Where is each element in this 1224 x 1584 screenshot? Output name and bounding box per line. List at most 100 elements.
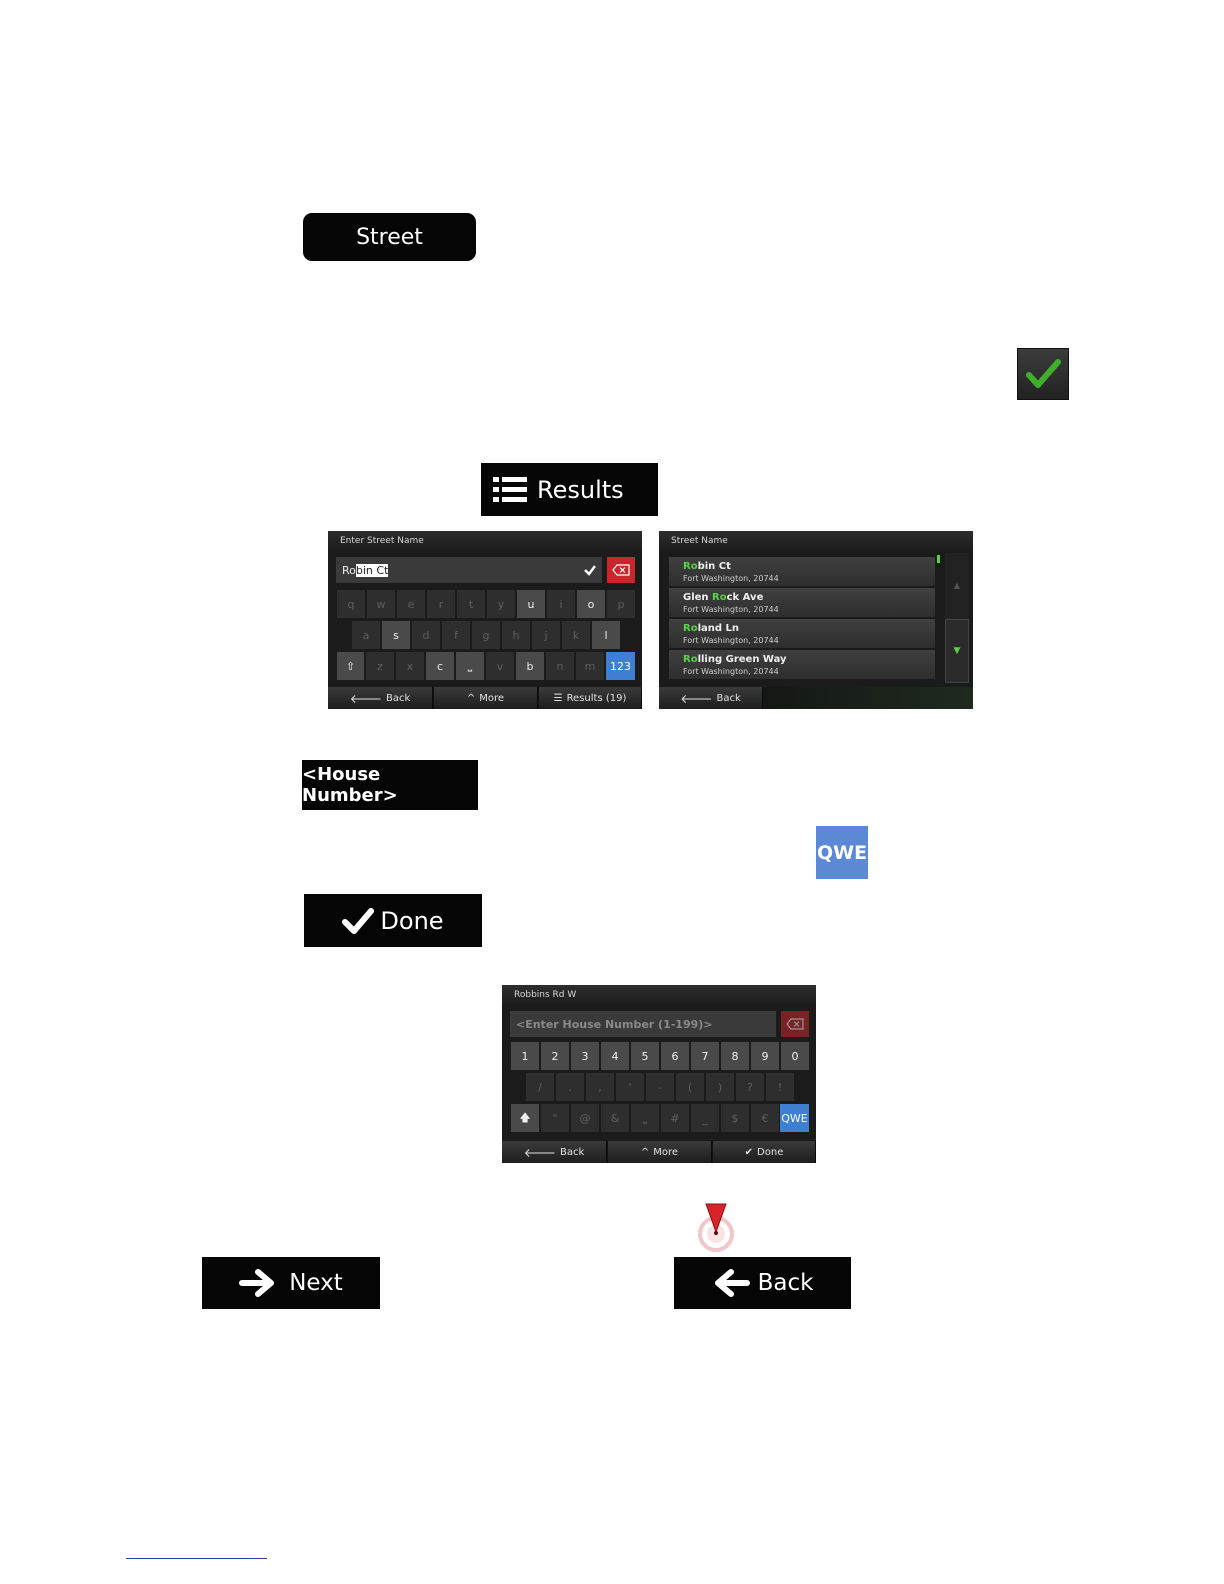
- street-name: Glen Rock Ave: [683, 592, 764, 603]
- results-button[interactable]: Results: [481, 463, 658, 516]
- symbol-key[interactable]: ?: [736, 1073, 764, 1101]
- key-z[interactable]: z: [366, 652, 394, 680]
- symbol-key[interactable]: &: [601, 1104, 629, 1132]
- symbol-key[interactable]: !: [766, 1073, 794, 1101]
- key-d[interactable]: d: [412, 621, 440, 649]
- symbol-key[interactable]: ): [706, 1073, 734, 1101]
- backspace-button[interactable]: [607, 557, 635, 583]
- more-button[interactable]: ^ More: [608, 1141, 712, 1163]
- symbol-key[interactable]: €: [751, 1104, 779, 1132]
- done-button[interactable]: ✔ Done: [713, 1141, 816, 1163]
- house-number-button[interactable]: <House Number>: [302, 760, 478, 810]
- key-k[interactable]: k: [562, 621, 590, 649]
- backspace-button[interactable]: [781, 1011, 809, 1037]
- key-l[interactable]: l: [592, 621, 620, 649]
- symbol-key[interactable]: #: [661, 1104, 689, 1132]
- key-1[interactable]: 1: [511, 1042, 539, 1070]
- space-key[interactable]: ⎵: [456, 652, 484, 680]
- symbol-key[interactable]: -: [646, 1073, 674, 1101]
- chevron-up-icon: ^: [640, 1146, 650, 1158]
- street-locality: Fort Washington, 20744: [683, 605, 779, 614]
- key-g[interactable]: g: [472, 621, 500, 649]
- key-v[interactable]: v: [486, 652, 514, 680]
- key-2[interactable]: 2: [541, 1042, 569, 1070]
- key-x[interactable]: x: [396, 652, 424, 680]
- arrow-right-icon: [239, 1269, 275, 1297]
- house-number-label: <House Number>: [302, 764, 398, 806]
- key-r[interactable]: r: [427, 590, 455, 618]
- key-3[interactable]: 3: [571, 1042, 599, 1070]
- key-m[interactable]: m: [576, 652, 604, 680]
- key-b[interactable]: b: [516, 652, 544, 680]
- back-button[interactable]: 🡐 Back: [328, 687, 433, 709]
- street-input[interactable]: Robin Ct: [336, 557, 602, 583]
- key-y[interactable]: y: [487, 590, 515, 618]
- symbol-key[interactable]: .: [556, 1073, 584, 1101]
- key-o[interactable]: o: [577, 590, 605, 618]
- key-6[interactable]: 6: [661, 1042, 689, 1070]
- street-locality: Fort Washington, 20744: [683, 574, 779, 583]
- check-icon[interactable]: [583, 563, 597, 577]
- key-w[interactable]: w: [367, 590, 395, 618]
- back-button[interactable]: 🡐 Back: [502, 1141, 607, 1163]
- house-number-input[interactable]: <Enter House Number (1-199)>: [510, 1011, 776, 1037]
- key-a[interactable]: a: [352, 621, 380, 649]
- key-c[interactable]: c: [426, 652, 454, 680]
- symbol-key[interactable]: $: [721, 1104, 749, 1132]
- symbol-key[interactable]: _: [691, 1104, 719, 1132]
- key-0[interactable]: 0: [781, 1042, 809, 1070]
- more-label: More: [479, 692, 505, 704]
- arrow-left-icon: 🡐: [523, 1145, 556, 1160]
- back-button[interactable]: 🡐 Back: [659, 687, 763, 709]
- key-t[interactable]: t: [457, 590, 485, 618]
- shift-key[interactable]: 🡅: [511, 1104, 539, 1132]
- numbers-key[interactable]: 123: [606, 652, 635, 680]
- key-u[interactable]: u: [517, 590, 545, 618]
- space-key[interactable]: ⎵: [631, 1104, 659, 1132]
- back-button[interactable]: Back: [674, 1257, 851, 1309]
- key-h[interactable]: h: [502, 621, 530, 649]
- results-count-button[interactable]: ☰ Results (19): [539, 687, 642, 709]
- symbol-key[interactable]: ': [616, 1073, 644, 1101]
- key-f[interactable]: f: [442, 621, 470, 649]
- qwe-keyboard-button[interactable]: QWE: [816, 826, 868, 879]
- bottom-bar: 🡐 Back ^ More ☰ Results (19): [328, 687, 642, 709]
- key-q[interactable]: q: [337, 590, 365, 618]
- key-n[interactable]: n: [546, 652, 574, 680]
- symbol-key[interactable]: /: [526, 1073, 554, 1101]
- done-button[interactable]: Done: [304, 894, 482, 947]
- symbol-key[interactable]: (: [676, 1073, 704, 1101]
- footnote-divider: [126, 1558, 267, 1559]
- scroll-up-button[interactable]: ▲: [953, 580, 961, 590]
- key-j[interactable]: j: [532, 621, 560, 649]
- more-button[interactable]: ^ More: [434, 687, 538, 709]
- symbol-key[interactable]: ": [541, 1104, 569, 1132]
- street-button[interactable]: Street: [303, 213, 476, 261]
- chevron-up-icon: ^: [466, 692, 476, 704]
- symbol-key[interactable]: @: [571, 1104, 599, 1132]
- next-button[interactable]: Next: [202, 1257, 380, 1309]
- scroll-down-button[interactable]: ▼: [945, 619, 969, 683]
- key-8[interactable]: 8: [721, 1042, 749, 1070]
- key-p[interactable]: p: [607, 590, 635, 618]
- key-4[interactable]: 4: [601, 1042, 629, 1070]
- key-s[interactable]: s: [382, 621, 410, 649]
- shift-key[interactable]: ⇧: [337, 652, 364, 680]
- key-9[interactable]: 9: [751, 1042, 779, 1070]
- back-label: Back: [559, 1146, 585, 1158]
- key-7[interactable]: 7: [691, 1042, 719, 1070]
- map-pin-icon: [698, 1203, 734, 1252]
- checkmark-button[interactable]: [1017, 348, 1069, 400]
- check-icon: [342, 907, 375, 934]
- key-5[interactable]: 5: [631, 1042, 659, 1070]
- qwe-key[interactable]: QWE: [780, 1104, 809, 1132]
- symbol-key[interactable]: ,: [586, 1073, 614, 1101]
- key-i[interactable]: i: [547, 590, 575, 618]
- scroll-track[interactable]: ▲ ▼: [937, 553, 969, 683]
- key-e[interactable]: e: [397, 590, 425, 618]
